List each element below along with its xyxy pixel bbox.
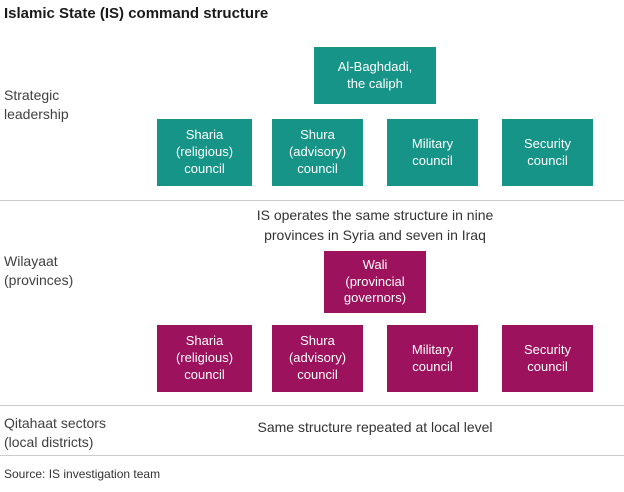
page-title: Islamic State (IS) command structure bbox=[4, 5, 269, 22]
divider-bottom bbox=[0, 455, 624, 456]
note-local-level: Same structure repeated at local level bbox=[257, 419, 493, 435]
box-wilayaat-security-council: Security council bbox=[502, 325, 593, 392]
divider-top bbox=[0, 200, 624, 201]
divider-middle bbox=[0, 405, 624, 406]
box-strategic-security-council: Security council bbox=[502, 119, 593, 186]
section-label-wilayaat: Wilayaat (provinces) bbox=[4, 253, 74, 288]
box-wali: Wali (provincial governors) bbox=[324, 251, 426, 313]
note-provinces: IS operates the same structure in nine p… bbox=[256, 207, 494, 243]
box-strategic-shura-council: Shura (advisory) council bbox=[272, 119, 363, 186]
source-text: Source: IS investigation team bbox=[4, 467, 161, 481]
box-caliph: Al-Baghdadi, the caliph bbox=[314, 47, 436, 104]
box-strategic-military-council: Military council bbox=[387, 119, 478, 186]
box-wilayaat-military-council: Military council bbox=[387, 325, 478, 392]
section-label-strategic: Strategic leadership bbox=[4, 87, 69, 122]
box-wilayaat-shura-council: Shura (advisory) council bbox=[272, 325, 363, 392]
box-strategic-sharia-council: Sharia (religious) council bbox=[157, 119, 252, 186]
section-label-qitahaat: Qitahaat sectors (local districts) bbox=[4, 415, 106, 450]
box-wilayaat-sharia-council: Sharia (religious) council bbox=[157, 325, 252, 392]
